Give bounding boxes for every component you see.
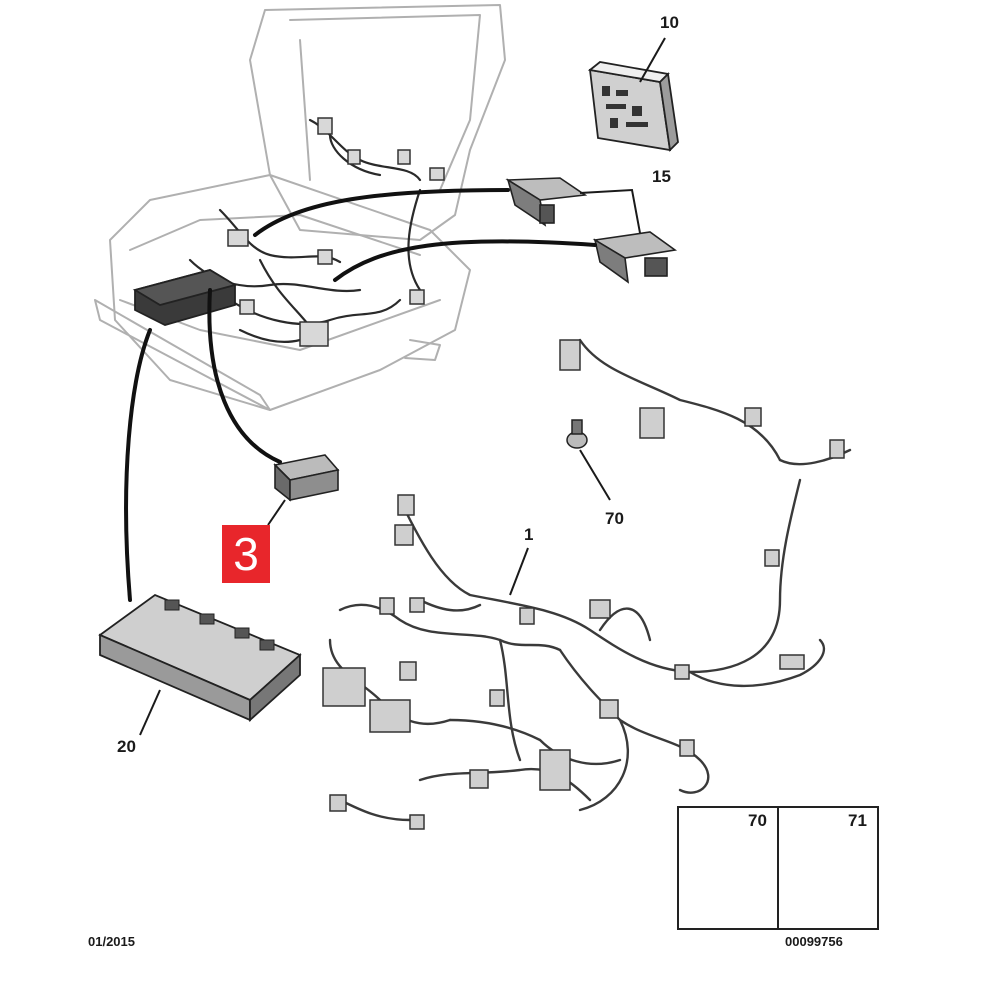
part-10-module (587, 61, 679, 152)
connection-lines (124, 188, 597, 602)
label-part-15: 15 (652, 167, 671, 186)
label-part-70: 70 (605, 509, 624, 528)
leader-3 (267, 499, 286, 526)
leader-10 (639, 37, 666, 83)
label-part-3-highlight: 3 (222, 525, 270, 583)
main-harness (328, 338, 852, 822)
inset-label-71: 71 (848, 811, 867, 830)
leader-70 (579, 449, 611, 501)
seat-outline (94, 4, 506, 411)
seat-connectors (227, 117, 445, 347)
inset-box-71 (777, 806, 879, 930)
footer-date: 01/2015 (88, 934, 135, 949)
leader-1 (509, 547, 529, 596)
footer-reference: 00099756 (785, 934, 843, 949)
label-part-1: 1 (524, 525, 534, 544)
part-15-switch-lower (592, 231, 678, 284)
leader-15 (579, 188, 641, 234)
seat-ecu (132, 269, 238, 326)
main-harness-connectors (322, 339, 845, 830)
label-part-10: 10 (660, 13, 679, 32)
label-part-20: 20 (117, 737, 136, 756)
part-15-switch-upper (505, 177, 588, 227)
part-20-ecu (98, 593, 302, 723)
part-70-clip (566, 419, 588, 449)
part-3-connector (273, 454, 340, 502)
inset-label-70: 70 (748, 811, 767, 830)
leader-20 (139, 689, 161, 736)
